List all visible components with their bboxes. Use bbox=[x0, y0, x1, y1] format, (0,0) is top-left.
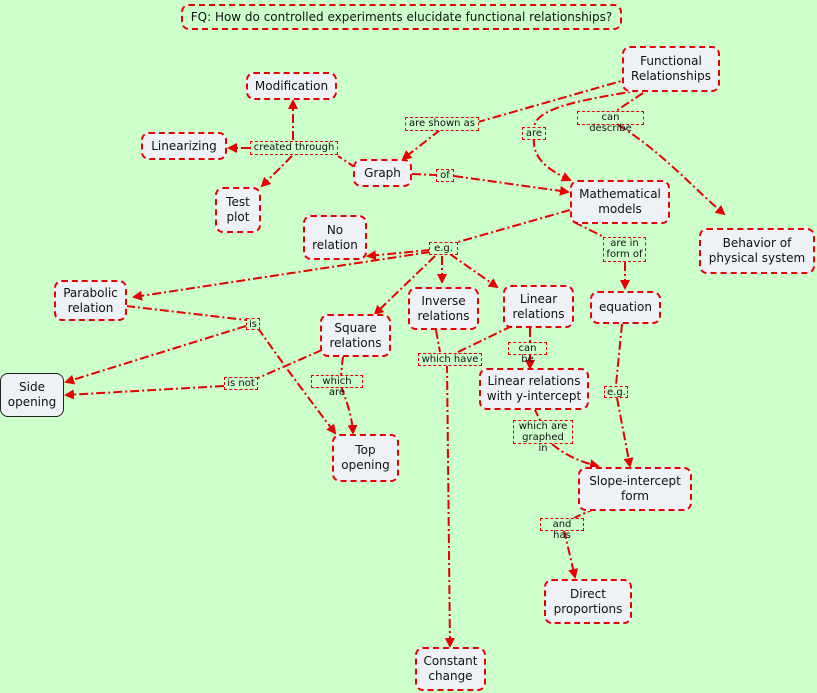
edge-created-through-to-test-plot bbox=[260, 155, 293, 188]
edge-math-to-are-in-form-of bbox=[573, 221, 605, 238]
edge-is-to-side-opening bbox=[64, 325, 247, 385]
link-which-are[interactable]: which are bbox=[311, 375, 363, 398]
node-top-opening[interactable]: Top opening bbox=[332, 434, 399, 482]
edge-are-shown-as-to-graph bbox=[401, 129, 441, 161]
node-square-relations[interactable]: Square relations bbox=[320, 314, 391, 357]
node-inverse-relations[interactable]: Inverse relations bbox=[408, 287, 479, 330]
node-mathematical-models[interactable]: Mathematical models bbox=[570, 180, 670, 224]
edge-linear-y-to-graphed-in bbox=[533, 407, 541, 421]
node-linear-relations[interactable]: Linear relations bbox=[503, 285, 574, 328]
link-and-has[interactable]: and has bbox=[540, 518, 584, 541]
edge-eg-to-linear bbox=[449, 253, 499, 289]
edge-eg2-to-slope bbox=[616, 397, 634, 468]
node-modification[interactable]: Modification bbox=[246, 72, 337, 100]
edge-can-describe-to-behavior bbox=[617, 124, 726, 216]
edge-is-to-top-opening bbox=[257, 327, 337, 435]
edge-eg-to-square bbox=[373, 255, 436, 316]
node-direct-proportions[interactable]: Direct proportions bbox=[544, 579, 632, 624]
node-no-relation[interactable]: No relation bbox=[303, 215, 367, 260]
edge-are-to-math bbox=[532, 137, 572, 182]
edge-eg-to-no-relation bbox=[366, 249, 431, 261]
edge-linear-to-which-have bbox=[455, 325, 513, 354]
edge-eg-to-parabolic bbox=[132, 251, 431, 301]
node-side-opening[interactable]: Side opening bbox=[0, 373, 64, 417]
edge-which-have-to-constant-change bbox=[444, 363, 455, 648]
edge-fr-to-can-describe bbox=[615, 92, 644, 112]
edge-and-has-to-direct bbox=[563, 529, 579, 579]
edge-square-to-which-are bbox=[340, 355, 344, 376]
edge-graph-to-of bbox=[411, 173, 437, 176]
node-parabolic-relation[interactable]: Parabolic relation bbox=[54, 280, 127, 321]
edge-fr-to-are-shown-as bbox=[477, 77, 633, 123]
link-of[interactable]: of bbox=[436, 169, 454, 182]
edge-graphed-in-to-slope bbox=[551, 443, 600, 470]
edge-equation-to-eg2 bbox=[615, 323, 623, 386]
node-functional-relationships[interactable]: Functional Relationships bbox=[622, 46, 720, 92]
edge-inverse-to-which-have bbox=[435, 329, 441, 353]
node-equation[interactable]: equation bbox=[590, 291, 661, 324]
edge-math-to-eg bbox=[457, 209, 571, 243]
link-can-be[interactable]: can be bbox=[508, 342, 547, 365]
link-which-have[interactable]: which have bbox=[418, 353, 482, 366]
edge-square-to-is-not bbox=[257, 349, 323, 379]
edge-is-not-to-side-opening bbox=[64, 385, 225, 400]
node-graph[interactable]: Graph bbox=[353, 159, 412, 187]
edge-fr-to-are bbox=[533, 89, 643, 129]
node-linearizing[interactable]: Linearizing bbox=[141, 132, 227, 160]
link-created-through[interactable]: created through bbox=[250, 141, 338, 155]
link-are[interactable]: are bbox=[522, 127, 546, 140]
link-can-describe[interactable]: can describe bbox=[577, 111, 644, 134]
node-behavior-of-physical-system[interactable]: Behavior of physical system bbox=[699, 228, 815, 274]
link-e-g-equation[interactable]: e.g. bbox=[604, 386, 628, 398]
edge-of-to-math bbox=[453, 175, 570, 196]
link-are-shown-as[interactable]: are shown as bbox=[405, 117, 479, 131]
link-are-in-form-of[interactable]: are in form of bbox=[603, 237, 646, 262]
edge-which-are-to-top-opening bbox=[340, 385, 358, 435]
node-linear-relations-with-y-intercept[interactable]: Linear relations with y-intercept bbox=[479, 368, 589, 410]
link-e-g-models[interactable]: e.g. bbox=[429, 242, 458, 255]
node-test-plot[interactable]: Test plot bbox=[215, 187, 261, 233]
focus-question: FQ: How do controlled experiments elucid… bbox=[181, 4, 622, 30]
link-is[interactable]: is bbox=[246, 318, 260, 330]
link-which-are-graphed-in[interactable]: which are graphed in bbox=[513, 420, 573, 454]
node-constant-change[interactable]: Constant change bbox=[415, 647, 486, 691]
edge-parabolic-to-is bbox=[125, 305, 247, 321]
link-is-not[interactable]: is not bbox=[224, 377, 258, 390]
node-slope-intercept-form[interactable]: Slope-intercept form bbox=[578, 467, 692, 511]
